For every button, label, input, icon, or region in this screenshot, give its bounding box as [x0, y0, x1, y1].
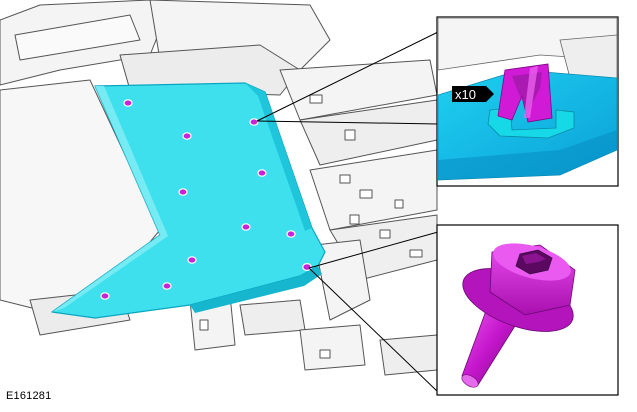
- inset-clip-detail: x10: [436, 16, 619, 187]
- fastener-marker: [162, 282, 172, 290]
- quantity-pointer: [452, 86, 494, 102]
- fastener-marker: [241, 223, 251, 231]
- underbody-panel: [51, 82, 326, 319]
- fastener-marker: [178, 188, 188, 196]
- fastener-marker: [123, 99, 133, 107]
- figure-reference-id: E161281: [6, 390, 52, 402]
- callout-leaders: [256, 31, 439, 393]
- hex-socket-bolt-icon: [461, 243, 576, 388]
- fastener-marker: [182, 132, 192, 140]
- clip-quantity-label: x10: [455, 87, 476, 102]
- fastener-marker: [100, 292, 110, 300]
- fastener-marker: [249, 118, 259, 126]
- fastener-marker: [257, 169, 267, 177]
- fastener-marker: [187, 256, 197, 264]
- fastener-marker: [286, 230, 296, 238]
- inset-bolt-detail: [436, 224, 619, 396]
- fastener-markers: [100, 99, 312, 300]
